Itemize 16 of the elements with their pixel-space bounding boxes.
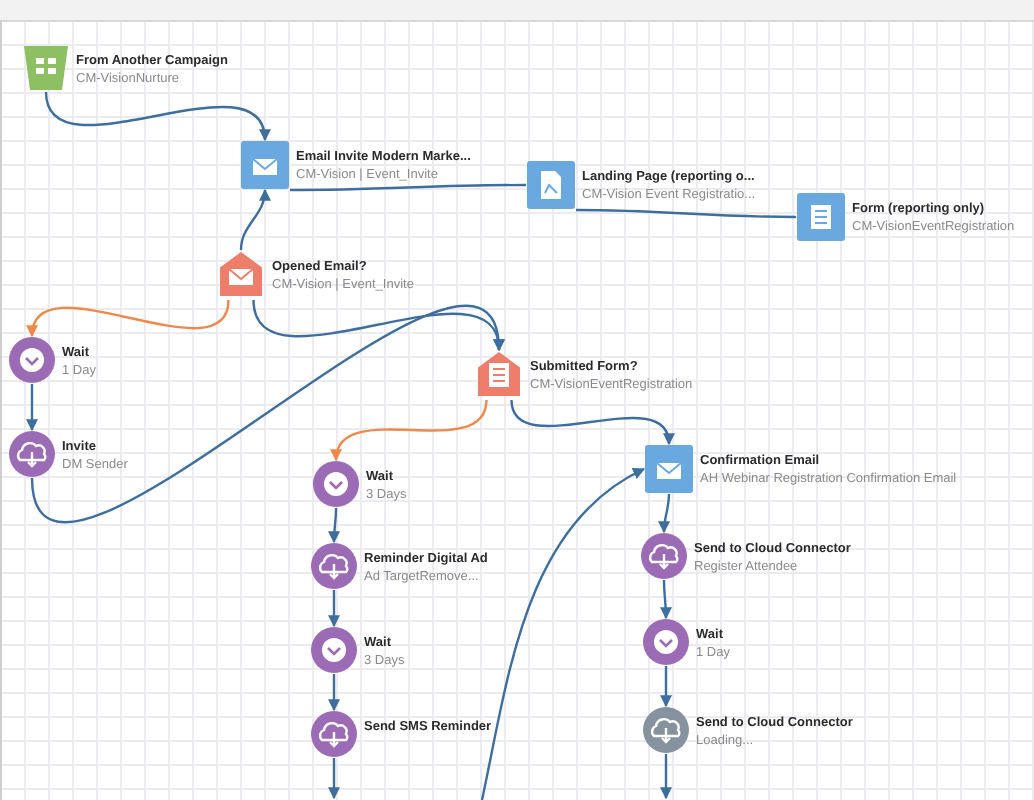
connector-arrow [30, 305, 502, 523]
connector-arrow [44, 91, 269, 142]
connector-arrow [239, 188, 271, 251]
connector-arrow [28, 299, 230, 338]
connector-arrow [328, 508, 341, 544]
connector-arrow [328, 758, 340, 800]
connector-arrow [659, 580, 672, 620]
connector-arrow [328, 674, 340, 712]
connector-arrow [510, 399, 673, 446]
connector-arrow [26, 384, 38, 432]
connector-arrow [658, 493, 671, 534]
connector-arrow [480, 467, 646, 800]
connector-arrow [328, 590, 340, 628]
connector-arrow [660, 666, 672, 708]
connector-arrow [332, 399, 488, 462]
connector-arrow [660, 754, 672, 800]
